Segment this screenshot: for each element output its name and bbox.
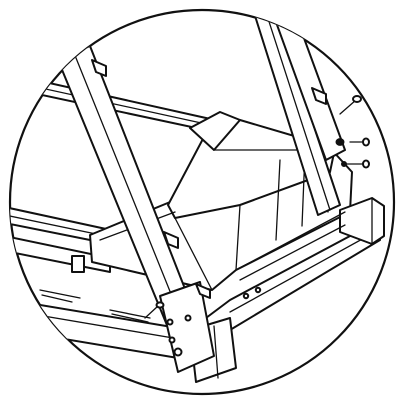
washer-icon: [335, 137, 370, 147]
post-bolt-hole: [173, 347, 183, 357]
brackets: [91, 59, 327, 299]
bolt-icon: [339, 95, 362, 115]
clipped-drawing: [10, 10, 385, 383]
right-end-cap: [339, 197, 385, 245]
hardware-bolts: [144, 95, 370, 319]
screw-icon: [341, 159, 370, 169]
lower-bolt-icon: [144, 301, 165, 319]
right-upright-post: [249, 10, 346, 216]
deck-right-rail: [235, 211, 346, 300]
